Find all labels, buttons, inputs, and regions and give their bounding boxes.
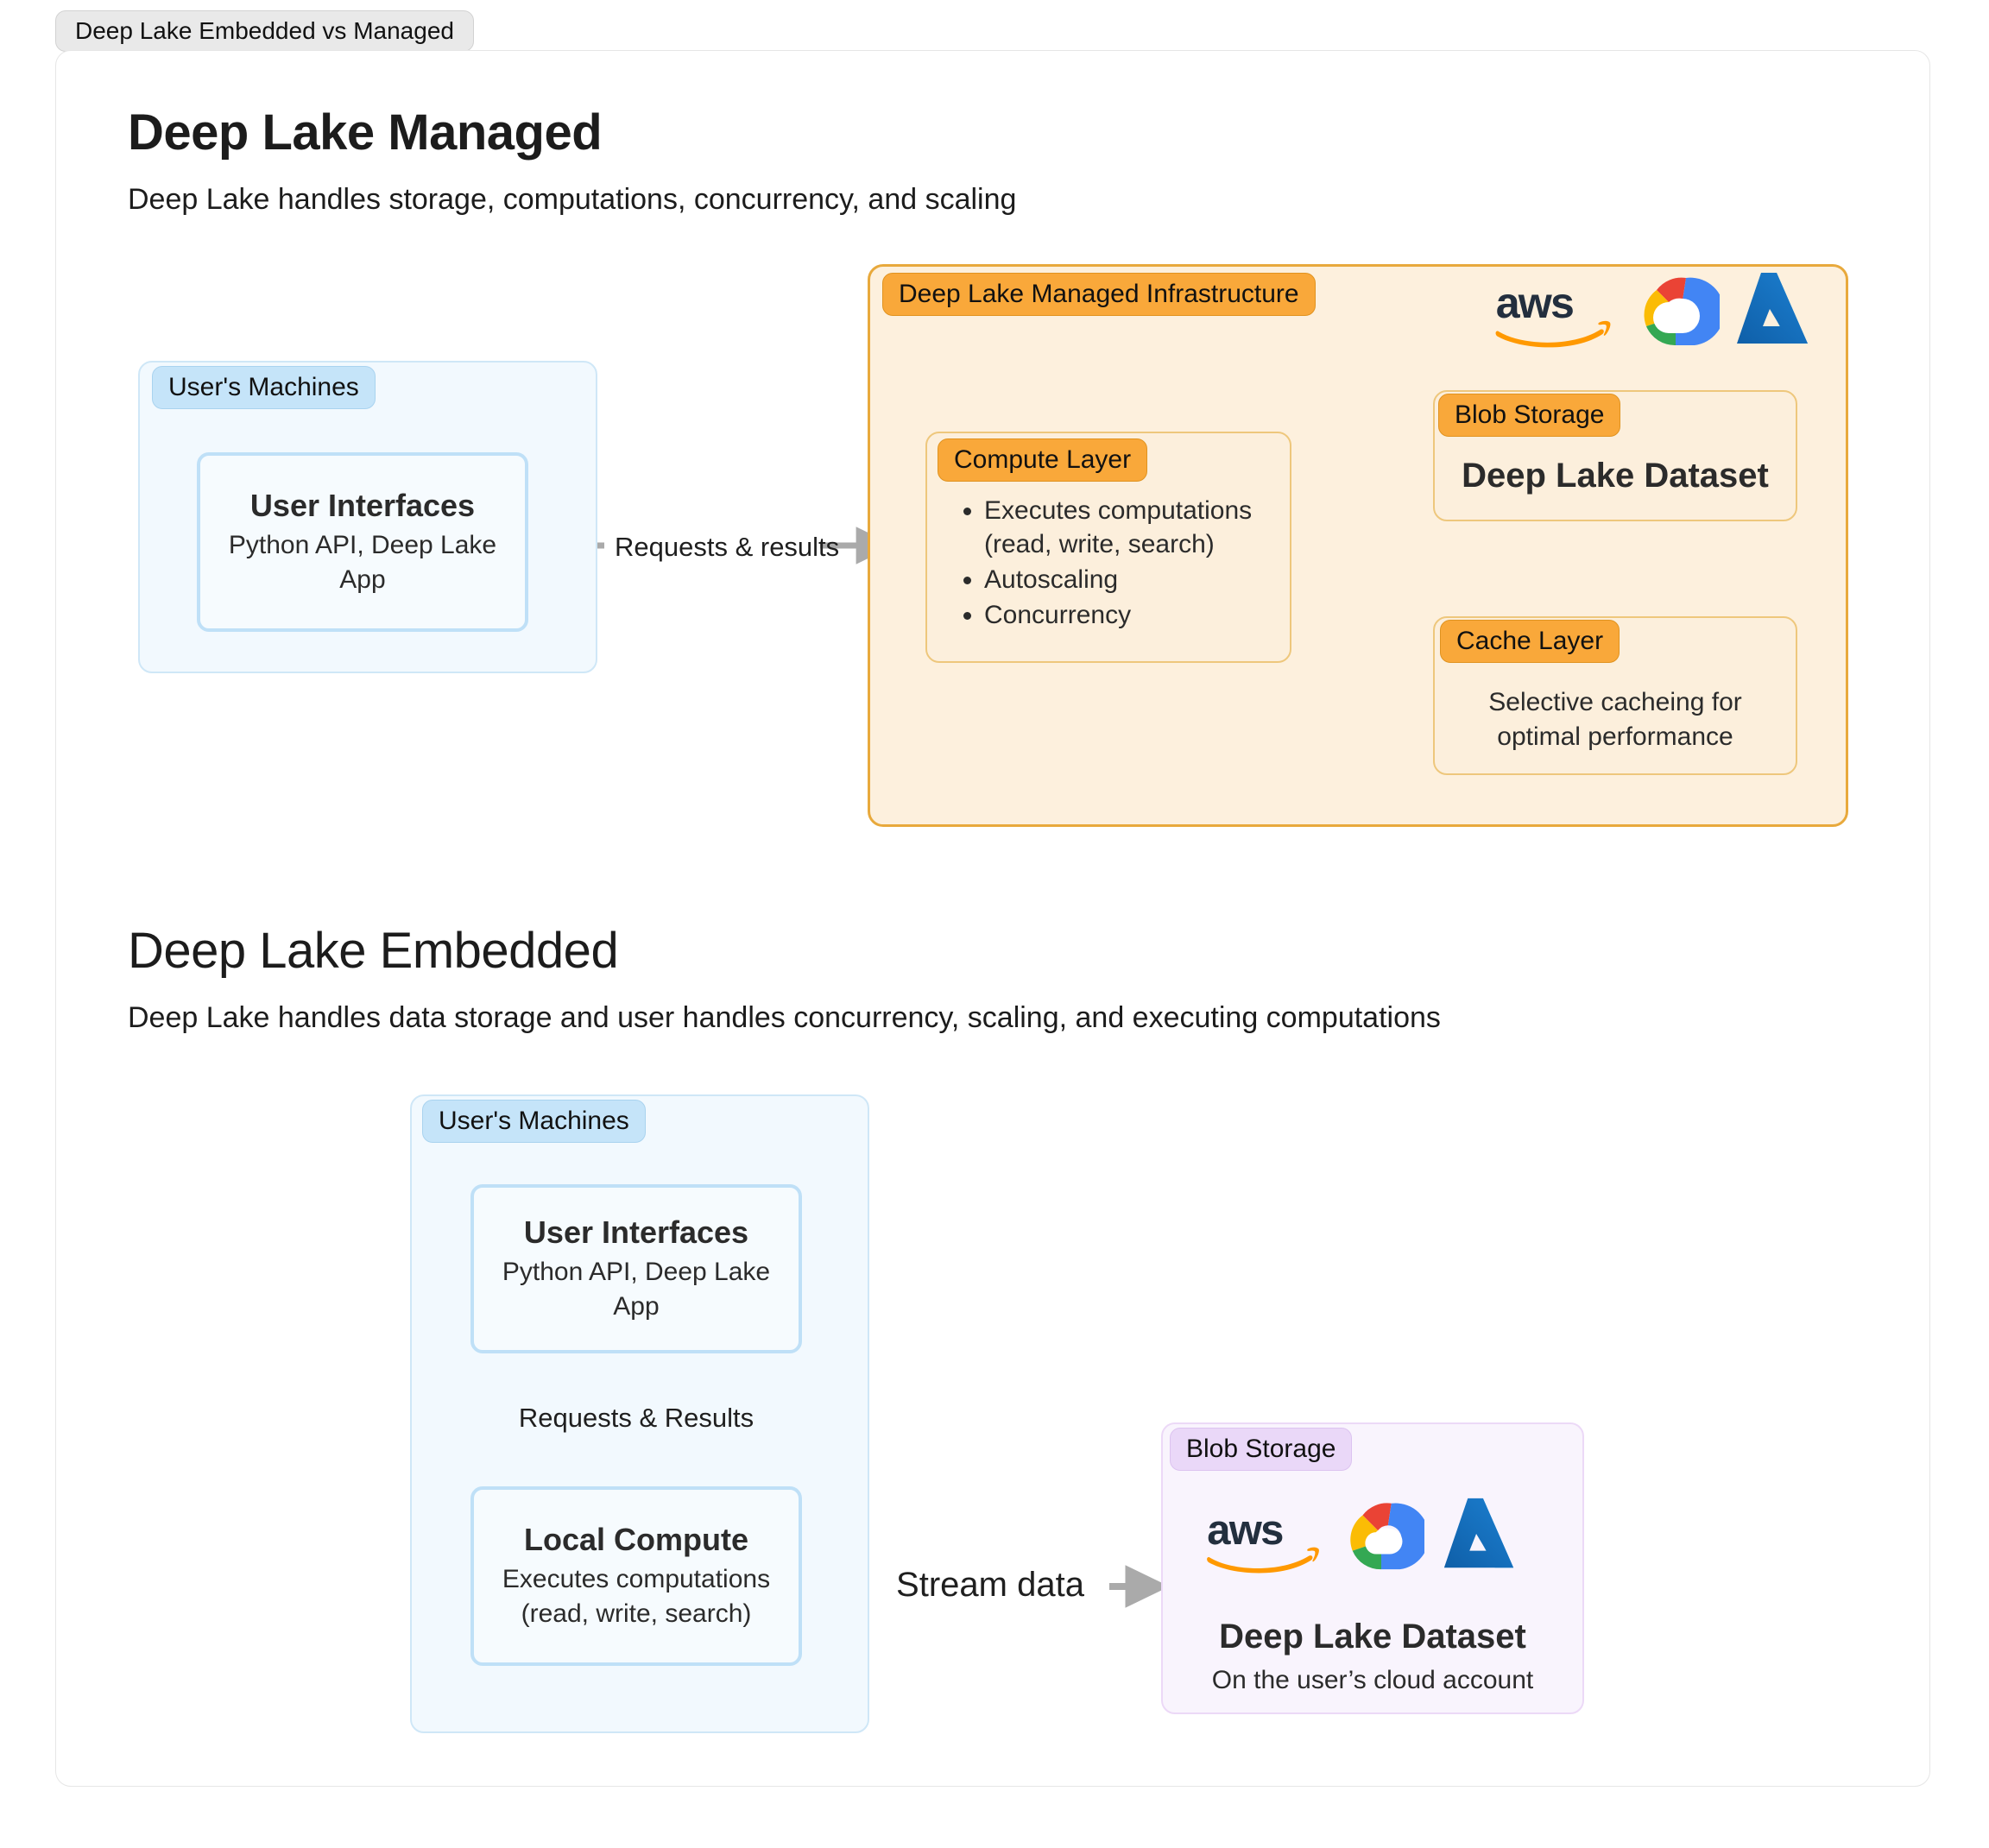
managed-section-subtitle: Deep Lake handles storage, computations,… bbox=[128, 183, 1017, 216]
cache-layer-text: Selective cacheing for optimal performan… bbox=[1488, 688, 1742, 751]
embedded-users-machines-pill: User's Machines bbox=[422, 1100, 646, 1143]
aws-logo: aws bbox=[1489, 274, 1617, 349]
compute-layer-bullet: Autoscaling bbox=[984, 563, 1266, 596]
compute-layer-pill: Compute Layer bbox=[938, 438, 1148, 482]
embedded-user-interfaces-title: User Interfaces bbox=[523, 1214, 749, 1251]
stream-data-label: Stream data bbox=[896, 1566, 1084, 1604]
google-cloud-logo bbox=[1632, 269, 1725, 352]
embedded-user-interfaces-subtitle: Python API, Deep Lake App bbox=[502, 1258, 771, 1321]
embedded-user-interfaces-box: User Interfaces Python API, Deep Lake Ap… bbox=[470, 1184, 802, 1353]
embedded-section-title: Deep Lake Embedded bbox=[128, 923, 619, 979]
compute-layer-bullet: Concurrency bbox=[984, 598, 1266, 632]
cache-layer-pill: Cache Layer bbox=[1440, 620, 1620, 663]
managed-user-interfaces-title: User Interfaces bbox=[249, 488, 476, 524]
svg-text:aws: aws bbox=[1207, 1507, 1283, 1554]
compute-layer-bullet: Executes computations (read, write, sear… bbox=[984, 494, 1266, 561]
local-compute-box: Local Compute Executes computations (rea… bbox=[470, 1486, 802, 1666]
managed-user-interfaces-box: User Interfaces Python API, Deep Lake Ap… bbox=[197, 452, 528, 632]
embedded-blob-storage-pill: Blob Storage bbox=[1170, 1428, 1353, 1471]
managed-users-machines-pill: User's Machines bbox=[152, 366, 376, 409]
embedded-section-subtitle: Deep Lake handles data storage and user … bbox=[128, 1001, 1441, 1034]
aws-logo: aws bbox=[1202, 1502, 1324, 1574]
embedded-blob-storage-text: Deep Lake Dataset On the user’s cloud ac… bbox=[1161, 1616, 1584, 1697]
compute-layer-bullets: Executes computations (read, write, sear… bbox=[948, 494, 1266, 634]
managed-blob-storage-pill: Blob Storage bbox=[1438, 394, 1621, 437]
managed-blob-storage-title: Deep Lake Dataset bbox=[1462, 456, 1769, 495]
google-cloud-logo bbox=[1338, 1495, 1430, 1576]
managed-section-title: Deep Lake Managed bbox=[128, 104, 603, 161]
managed-requests-results-label: Requests & results bbox=[615, 532, 840, 562]
tab-label: Deep Lake Embedded vs Managed bbox=[75, 17, 454, 44]
tab-deep-lake-embedded-vs-managed[interactable]: Deep Lake Embedded vs Managed bbox=[55, 10, 474, 52]
azure-logo bbox=[1442, 1495, 1516, 1576]
managed-infrastructure-pill: Deep Lake Managed Infrastructure bbox=[882, 273, 1316, 316]
local-compute-title: Local Compute bbox=[523, 1522, 748, 1558]
svg-text:aws: aws bbox=[1496, 279, 1573, 327]
managed-user-interfaces-subtitle: Python API, Deep Lake App bbox=[228, 531, 497, 594]
azure-logo bbox=[1735, 269, 1809, 352]
local-compute-subtitle: Executes computations (read, write, sear… bbox=[502, 1565, 771, 1628]
embedded-blob-storage-title: Deep Lake Dataset bbox=[1219, 1618, 1526, 1656]
embedded-requests-results-label: Requests & Results bbox=[518, 1403, 755, 1433]
embedded-blob-storage-subtitle: On the user’s cloud account bbox=[1211, 1665, 1534, 1694]
